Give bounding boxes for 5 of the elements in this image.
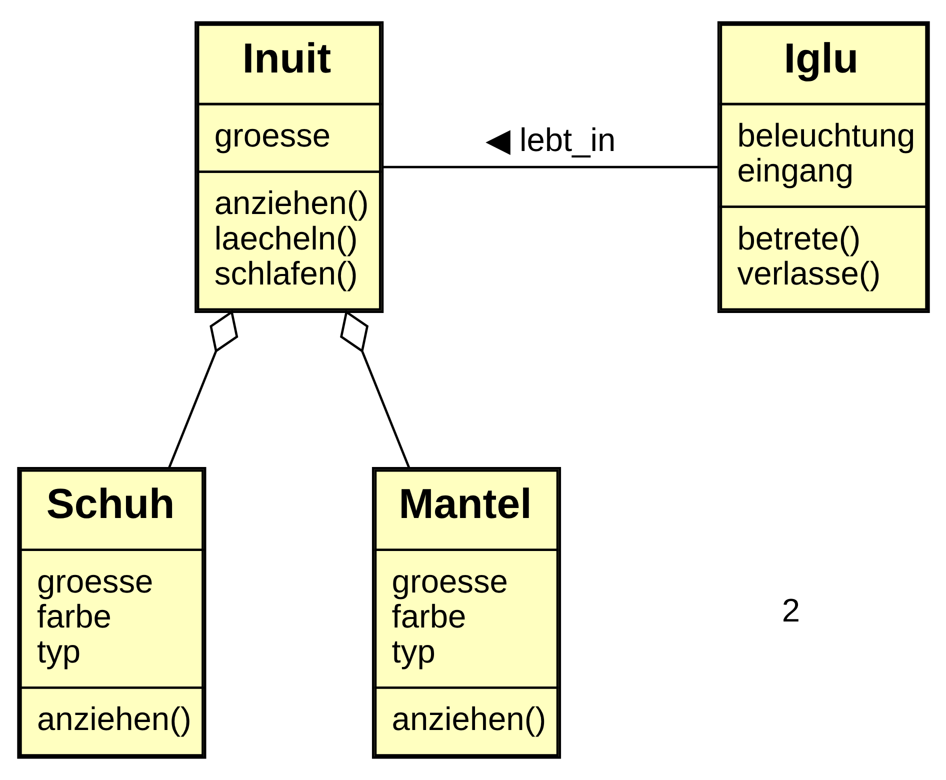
- connector: [168, 310, 238, 468]
- label: 2: [781, 592, 800, 629]
- connector: [340, 310, 410, 468]
- edge-label: ◀ lebt_in: [484, 121, 616, 158]
- connector: [382, 166, 718, 168]
